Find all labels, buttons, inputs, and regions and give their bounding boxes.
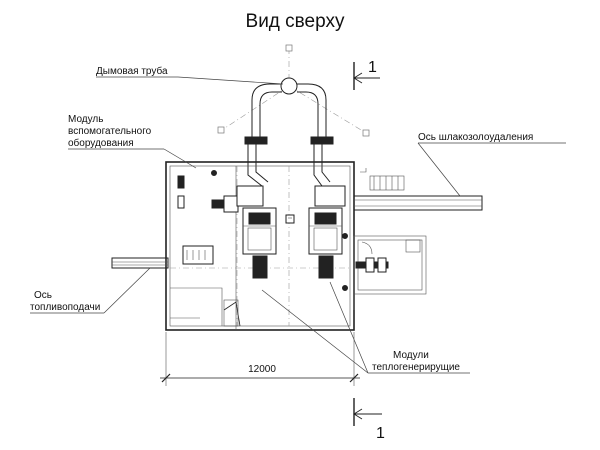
- stair-block: [369, 175, 405, 191]
- chimney-stack: [280, 77, 298, 95]
- section-bottom-arrow-head: [353, 408, 363, 420]
- flue-duct-right-inner: [297, 91, 319, 140]
- annex-door-arc: [361, 241, 373, 255]
- dimension-12000: 12000: [160, 332, 360, 386]
- aux-pump: [211, 199, 225, 209]
- boiler-right-panel: [313, 227, 338, 251]
- fuel-axis-label-line2: топливоподачи: [30, 302, 100, 313]
- drawing-title: Вид сверху: [246, 11, 345, 32]
- construction-marker-left: [217, 126, 225, 134]
- boiler-left-burner: [236, 185, 264, 207]
- fuel-conveyor-belt: [111, 257, 169, 269]
- duct-drop-right: [313, 144, 331, 187]
- construction-marker-right: [362, 129, 370, 137]
- annex-unit-1: [365, 257, 375, 273]
- heat-modules-label-line1: Модули: [393, 350, 429, 361]
- flue-duct-left-outer: [251, 83, 282, 140]
- construction-line-right: [288, 85, 367, 134]
- heat-modules-leader-2: [329, 281, 369, 374]
- section-mark-top: 1: [353, 59, 380, 90]
- annex: [353, 235, 427, 310]
- fuel-axis-leader: [103, 267, 151, 314]
- door-frame: [223, 299, 239, 327]
- right-wall-fitting-2: [342, 285, 348, 291]
- ash-conveyor-belt: [353, 195, 483, 211]
- boiler-left-panel: [247, 227, 272, 251]
- boiler-right-head: [314, 212, 337, 225]
- right-wall-fitting-1: [342, 233, 348, 239]
- chimney-label: Дымовая труба: [96, 65, 168, 77]
- boiler-right-burner: [314, 185, 346, 207]
- dimension-tick-left: [161, 373, 171, 383]
- section-top-number: 1: [368, 59, 377, 76]
- aux-fitting: [211, 170, 217, 176]
- aux-module-label-line1: Модуль: [68, 114, 103, 125]
- aux-panel-1: [177, 175, 185, 189]
- aux-module-leader: [163, 148, 197, 169]
- fuel-axis-label-line1: Ось: [34, 290, 52, 301]
- aux-panel-2: [177, 195, 185, 209]
- heat-modules-label-line2: теплогенерирущие: [372, 362, 460, 373]
- duct-flange-left: [244, 136, 268, 145]
- boiler-left-feeder: [252, 255, 268, 279]
- duct-drop-left: [247, 144, 269, 187]
- central-marker: [285, 214, 295, 224]
- section-bottom-number: 1: [376, 425, 385, 442]
- aux-unit: [223, 195, 239, 213]
- construction-marker-top: [285, 44, 293, 52]
- flue-duct-left-inner: [259, 91, 282, 140]
- chimney-leader: [177, 76, 284, 85]
- annex-cabinet: [405, 239, 421, 253]
- building-inner-wall: [169, 165, 351, 327]
- flue-duct-right-outer: [297, 83, 327, 140]
- dimension-tick-right: [349, 373, 359, 383]
- aux-module-label-line3: оборудования: [68, 137, 134, 149]
- ash-bracket: [360, 168, 367, 173]
- duct-flange-right: [310, 136, 334, 145]
- aux-module-label-line2: вспомогательного: [68, 126, 152, 137]
- section-top-arrow-head: [353, 72, 363, 84]
- ash-conveyor: [353, 168, 483, 211]
- dimension-value: 12000: [248, 364, 276, 375]
- section-mark-bottom: 1: [353, 398, 385, 442]
- ash-axis-leader: [417, 142, 461, 197]
- annex-unit-2: [377, 257, 387, 273]
- fuel-conveyor: [111, 257, 169, 269]
- chimney-assembly: [217, 44, 370, 187]
- building-plan: [165, 161, 355, 331]
- lower-left-room: [170, 287, 223, 326]
- boiler-left-head: [248, 212, 271, 225]
- door-swing: [223, 301, 241, 327]
- annex-outline: [353, 235, 427, 295]
- construction-line-left: [221, 85, 290, 131]
- ash-axis-label: Ось шлакозолоудаления: [418, 132, 533, 143]
- boiler-right-feeder: [318, 255, 334, 279]
- fuel-hopper: [182, 245, 214, 265]
- heat-modules-leader-1: [261, 289, 369, 374]
